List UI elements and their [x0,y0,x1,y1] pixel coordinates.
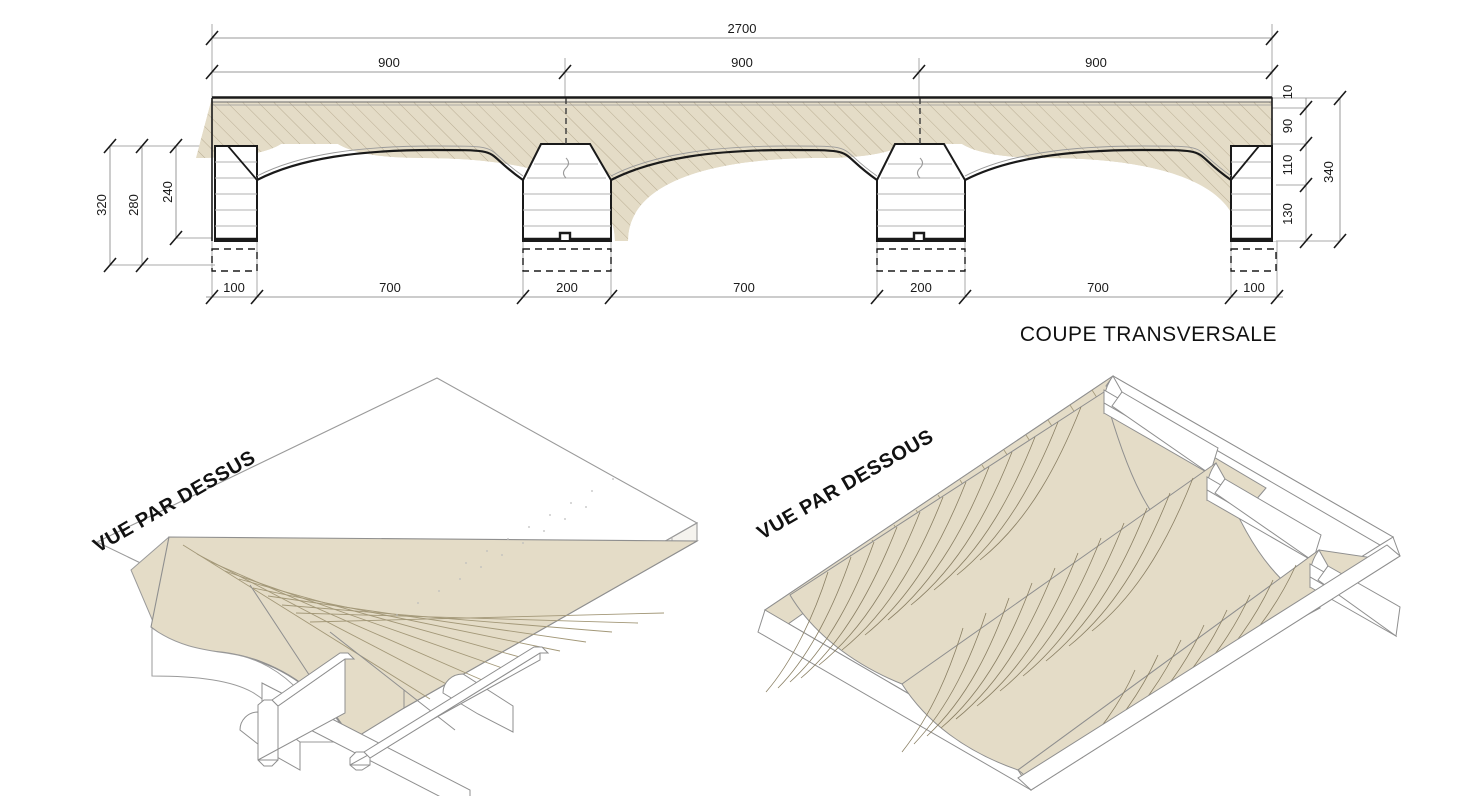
dim-right-110: 110 [1280,155,1295,176]
top-view-axonometric: VUE PAR DESSUS [90,377,700,796]
dim-total-span: 2700 [728,21,757,36]
arch-rings [256,145,1232,177]
top-view-reference-dots [396,478,614,616]
dim-left-240: 240 [160,181,175,203]
dim-base-3: 200 [556,280,578,295]
bottom-pier-2 [1206,462,1322,563]
dim-bay-3: 900 [1085,55,1107,70]
section-bottom-dimensions: 100 700 200 700 200 700 100 [205,280,1284,305]
cross-section-view: 2700 900 900 900 [94,21,1347,346]
dim-left-320: 320 [94,194,109,216]
dim-base-4: 700 [733,280,755,295]
section-right-dimensions: 10 90 110 130 340 [1280,85,1347,249]
dim-bay-1: 900 [378,55,400,70]
bottom-view-axonometric: VUE PAR DESSOUS [754,375,1401,791]
dim-right-130: 130 [1280,203,1295,225]
dim-left-280: 280 [126,194,141,216]
section-left-dimensions: 320 280 240 [94,138,183,273]
section-top-dimensions: 2700 900 900 900 [205,21,1279,80]
top-view-pier-bars [257,646,550,771]
dim-base-5: 200 [910,280,932,295]
arch-soffits [256,148,1232,181]
section-title: COUPE TRANSVERSALE [1020,323,1277,346]
left-abutment [214,145,258,242]
dim-base-1: 100 [223,280,245,295]
section-geometry [200,96,1273,242]
dim-right-340: 340 [1321,161,1336,183]
section-foundations [211,248,1277,272]
right-abutment [1230,145,1273,242]
dim-base-2: 700 [379,280,401,295]
dim-base-6: 700 [1087,280,1109,295]
bottom-pier-1 [1103,375,1219,476]
dim-right-90: 90 [1280,119,1295,133]
dim-bay-2: 900 [731,55,753,70]
dim-right-10: 10 [1280,85,1295,99]
dim-base-7: 100 [1243,280,1265,295]
top-view-course-lines [182,544,665,700]
